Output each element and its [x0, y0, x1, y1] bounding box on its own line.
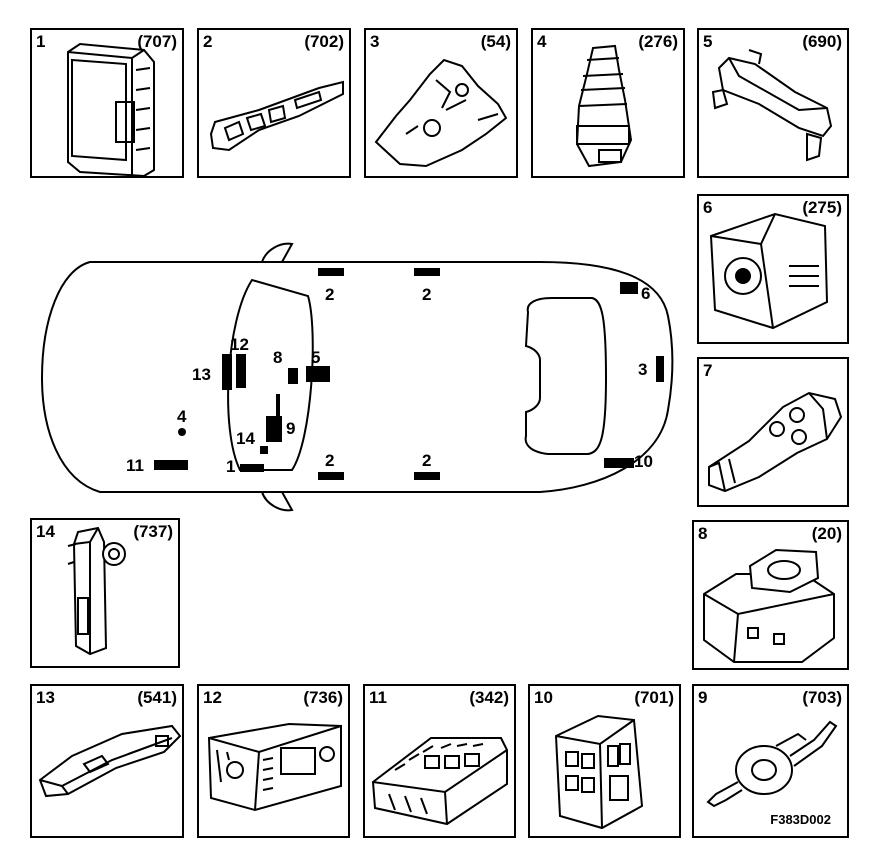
remote-key-icon [708, 391, 843, 493]
marker-8 [288, 368, 298, 384]
car-label-12: 12 [230, 335, 249, 354]
marker-2-bottom-left [318, 472, 344, 480]
component-ref: (702) [304, 32, 344, 51]
marker-2-bottom-right [414, 472, 440, 480]
car-label-3: 3 [638, 360, 647, 379]
component-box-2: 2 (702) [197, 28, 351, 178]
marker-5 [306, 366, 330, 382]
marker-2-top-left [318, 268, 344, 276]
component-box-4: 4 (276) [531, 28, 685, 178]
marker-3 [656, 356, 664, 382]
component-ref: (737) [133, 522, 173, 541]
car-body-outline [40, 261, 674, 493]
component-number: 14 [36, 522, 55, 541]
car-label-10: 10 [634, 452, 653, 471]
component-ref: (701) [634, 688, 674, 707]
control-module-box-icon [67, 42, 155, 176]
car-mirror-bottom [261, 491, 294, 512]
figure-code: F383D002 [770, 812, 831, 827]
car-label-6: 6 [641, 284, 650, 303]
component-number: 13 [36, 688, 55, 707]
sensor-connector-icon [67, 526, 126, 656]
marker-14 [260, 446, 268, 454]
component-number: 5 [703, 32, 713, 51]
car-label-1: 1 [226, 457, 235, 476]
trunk-lock-icon [374, 58, 508, 168]
component-number: 6 [703, 198, 713, 217]
component-box-10: 10 (701) [528, 684, 681, 838]
marker-9 [266, 416, 282, 442]
component-box-1: 1 (707) [30, 28, 184, 178]
fuse-box-icon [371, 737, 508, 826]
alarm-siren-icon [709, 212, 829, 330]
car-label-13: 13 [192, 365, 211, 384]
component-ref: (54) [480, 32, 511, 51]
component-box-13: 13 (541) [30, 684, 184, 838]
car-label-8: 8 [273, 348, 282, 367]
marker-2-top-right [414, 268, 440, 276]
component-ref: (541) [137, 688, 177, 707]
component-ref: (707) [137, 32, 177, 51]
component-number: 11 [369, 688, 387, 707]
component-number: 4 [537, 32, 547, 51]
car-label-14: 14 [236, 429, 255, 448]
car-label-2: 2 [422, 285, 431, 304]
marker-13 [222, 354, 232, 390]
component-ref: (703) [802, 688, 842, 707]
component-ref: (736) [303, 688, 343, 707]
steering-column-switch-icon [706, 720, 838, 808]
ignition-switch-module-icon [703, 548, 835, 663]
component-number: 3 [370, 32, 380, 51]
climate-control-panel-icon [207, 722, 342, 812]
car-label-9: 9 [286, 419, 295, 438]
component-box-14: 14 (737) [30, 518, 180, 668]
marker-10 [604, 458, 634, 468]
car-label-2: 2 [325, 451, 334, 470]
component-ref: (690) [802, 32, 842, 51]
car-rear-window [524, 297, 608, 455]
car-label-5: 5 [311, 348, 320, 367]
bracket-module-icon [711, 49, 833, 162]
component-box-12: 12 (736) [197, 684, 350, 838]
component-ref: (276) [638, 32, 678, 51]
car-label-2: 2 [325, 285, 334, 304]
window-switch-panel-icon [209, 80, 344, 152]
marker-4 [178, 428, 186, 436]
component-box-6: 6 (275) [697, 194, 849, 344]
component-number: 9 [698, 688, 708, 707]
location-markers [154, 268, 664, 480]
car-label-11: 11 [126, 456, 144, 475]
component-box-9: 9 (703) [692, 684, 849, 838]
component-number: 2 [203, 32, 213, 51]
component-box-5: 5 (690) [697, 28, 849, 178]
siren-sensor-icon [575, 44, 633, 168]
car-mirror-top [261, 242, 294, 263]
marker-1 [240, 464, 264, 472]
component-number: 7 [703, 361, 713, 380]
car-windscreen [227, 278, 314, 471]
component-number: 12 [203, 688, 222, 707]
marker-11 [154, 460, 188, 470]
component-ref: (20) [811, 524, 842, 543]
component-box-11: 11 (342) [363, 684, 516, 838]
component-ref: (275) [802, 198, 842, 217]
component-number: 8 [698, 524, 708, 543]
marker-9-stem [276, 394, 280, 418]
component-number: 1 [36, 32, 46, 51]
component-box-3: 3 (54) [364, 28, 518, 178]
component-box-7: 7 [697, 357, 849, 507]
component-box-8: 8 (20) [692, 520, 849, 670]
relay-fuse-unit-icon [554, 714, 644, 830]
interior-light-icon [38, 724, 182, 798]
car-label-4: 4 [177, 407, 187, 426]
component-number: 10 [534, 688, 553, 707]
marker-12 [236, 354, 246, 388]
car-label-2: 2 [422, 451, 431, 470]
marker-6 [620, 282, 638, 294]
component-ref: (342) [469, 688, 509, 707]
